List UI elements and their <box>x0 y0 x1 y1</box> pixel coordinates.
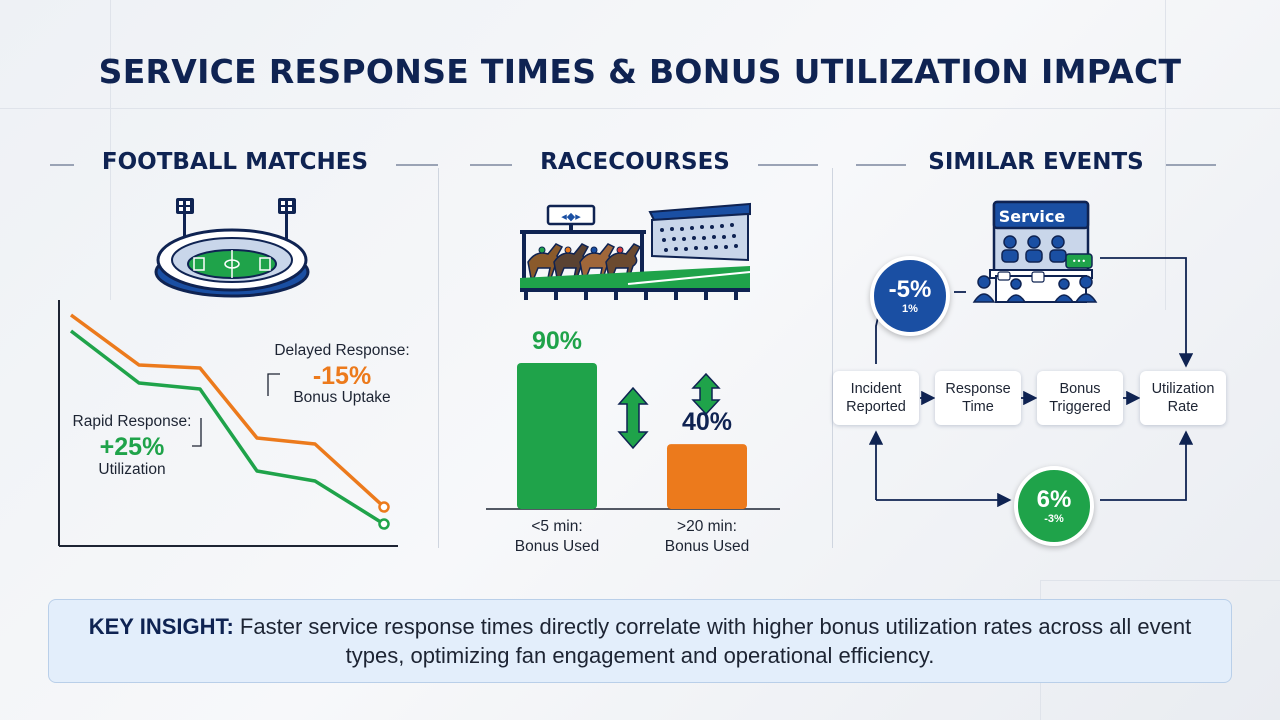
section-rule <box>856 164 906 166</box>
section-divider <box>832 168 833 548</box>
node-line: Utilization <box>1151 381 1215 397</box>
node-line: Triggered <box>1049 399 1111 415</box>
section-rule <box>50 164 74 166</box>
background-line <box>1165 0 1166 310</box>
delayed-response-value: -15% <box>312 362 372 390</box>
node-line: Bonus <box>1059 381 1101 397</box>
bar-category-label: Bonus Used <box>514 538 600 555</box>
node-line: Reported <box>846 399 906 415</box>
delayed-response-line <box>69 313 386 509</box>
section-rule <box>758 164 818 166</box>
racecourses-section-title: RACECOURSES <box>540 149 730 175</box>
node-line: Time <box>962 399 994 415</box>
delayed-endpoint-marker <box>378 501 390 513</box>
similar-events-section-title: SIMILAR EVENTS <box>928 149 1144 175</box>
circle-bottom-subvalue: -3% <box>1044 512 1064 525</box>
bar-0 <box>517 363 597 509</box>
delayed-response-metric: Bonus Uptake <box>293 389 391 406</box>
background-line <box>110 0 111 300</box>
section-divider <box>438 168 439 548</box>
svg-text:•••: ••• <box>1072 257 1086 266</box>
background-line <box>1040 580 1280 581</box>
bar-value-label: 90% <box>531 327 583 355</box>
rapid-response-line <box>69 329 385 526</box>
key-insight-text: KEY INSIGHT: Faster service response tim… <box>80 612 1200 670</box>
football-line-chart <box>58 300 398 547</box>
racecourse-bar-chart <box>486 363 780 510</box>
node-line: Response <box>945 381 1011 397</box>
circle-badge-bottom: 6% -3% <box>1014 466 1094 546</box>
double-arrow-icon <box>617 386 649 450</box>
rapid-response-value: +25% <box>99 433 165 461</box>
key-insight-banner: KEY INSIGHT: Faster service response tim… <box>48 599 1232 683</box>
key-insight-body: Faster service response times directly c… <box>233 614 1192 668</box>
node-line: Rate <box>1167 399 1199 415</box>
racecourse-icon: ◂◆▸ <box>520 202 751 300</box>
rapid-response-metric: Utilization <box>98 461 166 478</box>
rapid-callout-connector <box>192 418 202 447</box>
double-arrow-icon <box>691 372 721 416</box>
bar-category-label: Bonus Used <box>664 538 750 555</box>
circle-bottom-value: 6% <box>1036 485 1072 513</box>
delayed-response-label: Delayed Response: <box>274 342 410 359</box>
service-desk-icon: Service ••• <box>972 200 1098 303</box>
circle-badge-top: -5% 1% <box>870 256 950 336</box>
rapid-endpoint-marker <box>378 518 390 530</box>
bar-category-label: >20 min: <box>677 518 737 535</box>
circle-top-value: -5% <box>888 275 932 303</box>
scoreboard-arrows: ◂◆▸ <box>561 210 581 223</box>
stadium-icon <box>154 198 310 298</box>
section-rule <box>1166 164 1216 166</box>
page-title: SERVICE RESPONSE TIMES & BONUS UTILIZATI… <box>98 52 1182 91</box>
section-rule <box>396 164 438 166</box>
bar-1 <box>667 444 747 509</box>
background-line <box>0 108 1280 109</box>
section-rule <box>470 164 512 166</box>
delayed-callout-connector <box>267 373 280 396</box>
service-sign: Service <box>999 207 1066 226</box>
circle-top-subvalue: 1% <box>902 302 918 315</box>
bar-value-label: 40% <box>681 408 733 437</box>
node-line: Incident <box>850 381 902 397</box>
key-insight-label: KEY INSIGHT: <box>88 614 234 639</box>
bar-category-label: <5 min: <box>531 518 583 535</box>
football-section-title: FOOTBALL MATCHES <box>101 149 369 175</box>
rapid-response-label: Rapid Response: <box>72 413 192 430</box>
